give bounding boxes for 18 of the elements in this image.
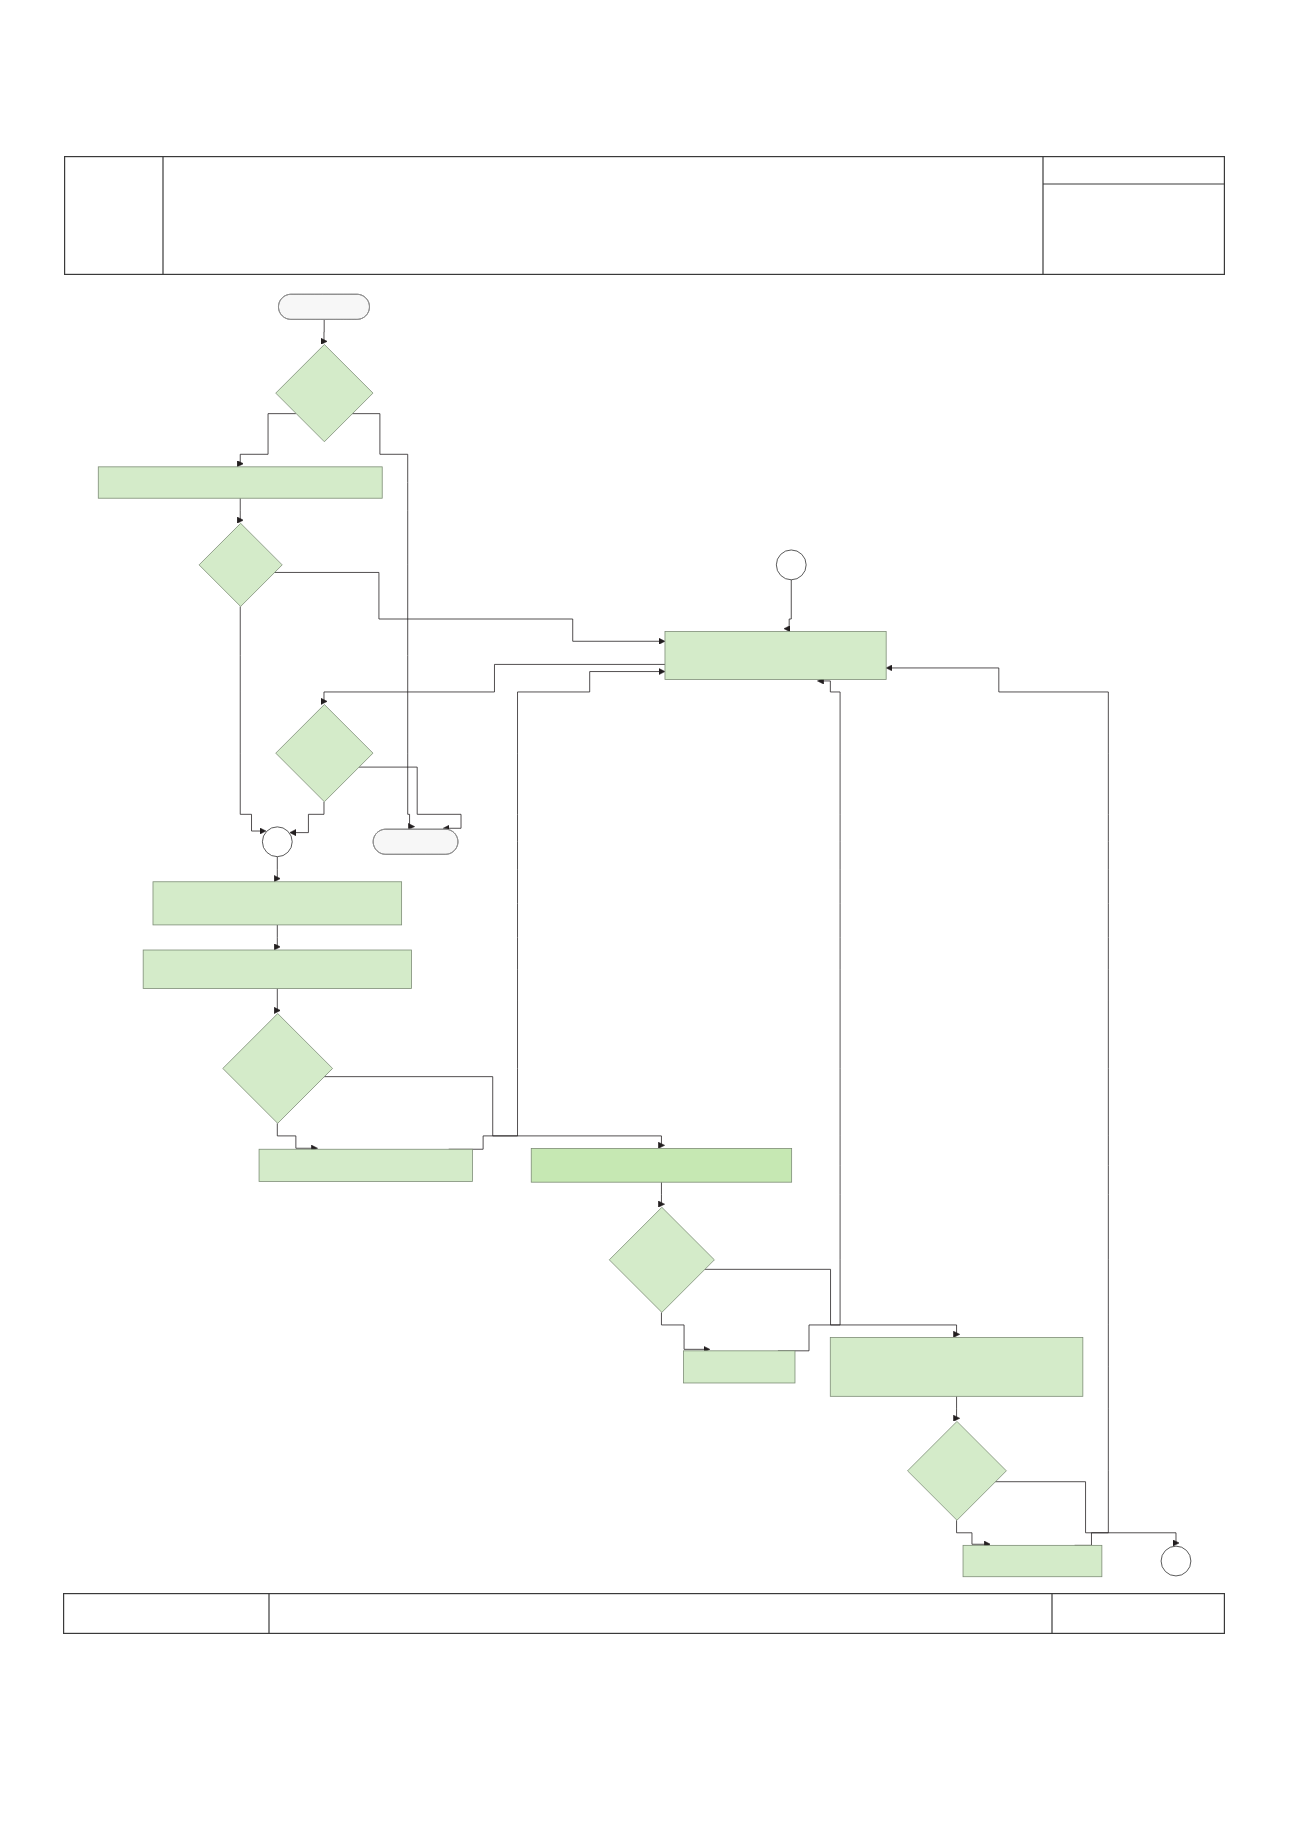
node-box [683, 1350, 796, 1384]
node-circle [261, 826, 293, 858]
node-circle [1160, 1545, 1192, 1577]
node-diamond [275, 704, 374, 803]
node-diamond [198, 522, 283, 607]
node-diamond [275, 344, 374, 443]
node-box [530, 1148, 792, 1183]
node-diamond [907, 1421, 1007, 1521]
node-box [962, 1544, 1103, 1578]
node-box [664, 631, 887, 680]
node-box [829, 1337, 1084, 1397]
node-box [142, 949, 412, 989]
node-circle [775, 549, 807, 581]
node-diamond [222, 1013, 333, 1124]
node-box [152, 881, 402, 926]
node-box [97, 466, 383, 499]
node-box [258, 1148, 473, 1182]
node-diamond [608, 1206, 715, 1313]
